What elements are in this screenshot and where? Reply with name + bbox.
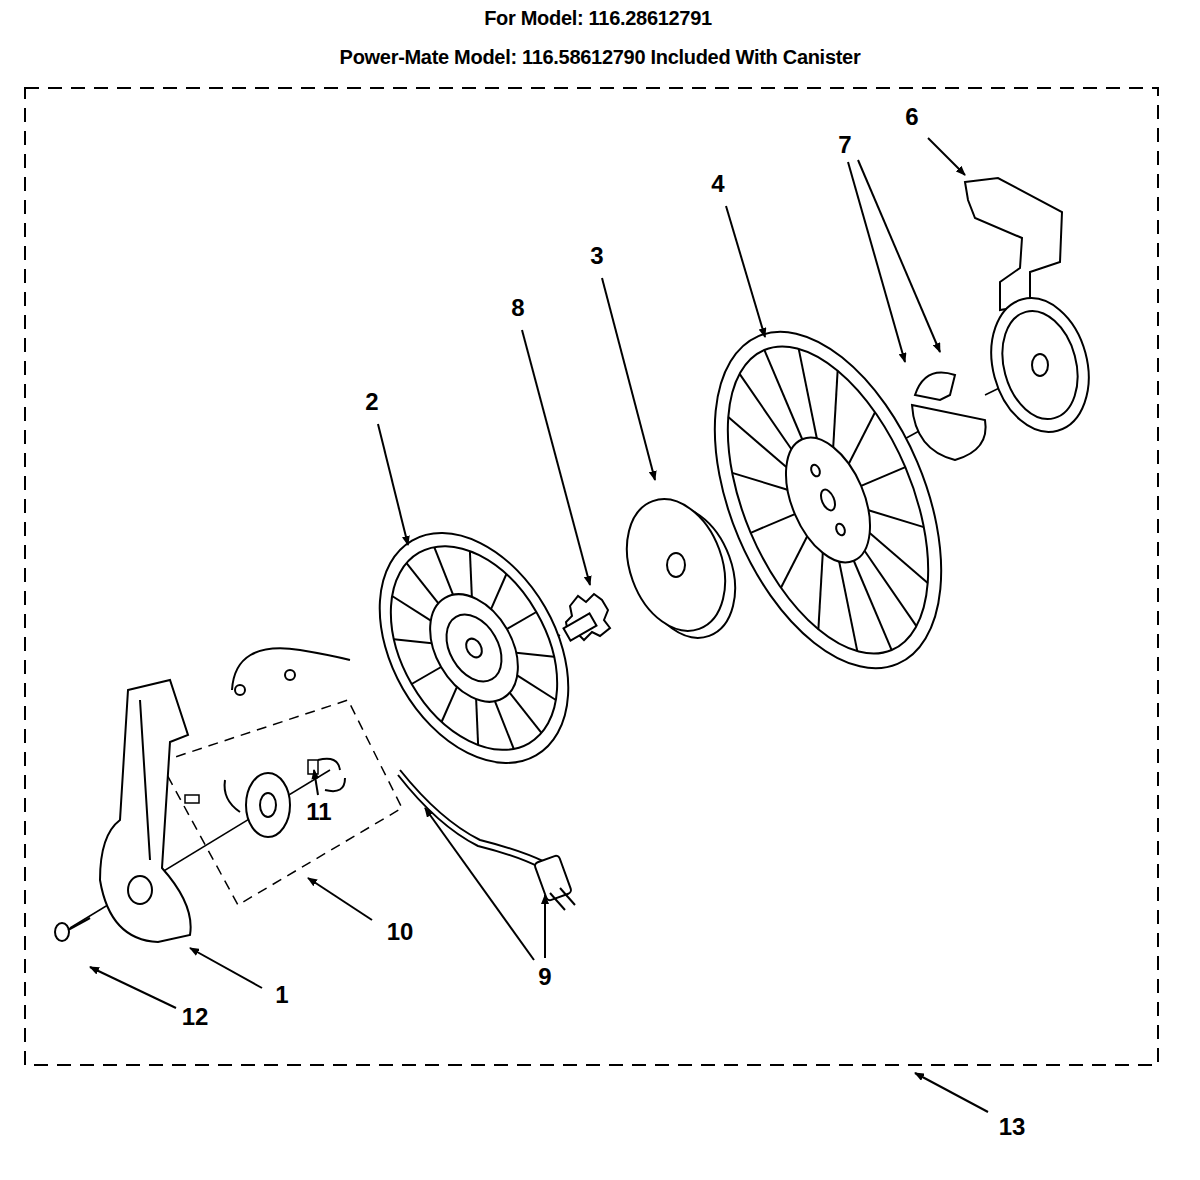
spoke bbox=[732, 456, 787, 507]
callout-number: 6 bbox=[905, 103, 918, 131]
spoke bbox=[740, 367, 792, 457]
callout-number: 7 bbox=[838, 131, 851, 159]
leader-lines bbox=[90, 138, 988, 1112]
brush-halves-7 bbox=[912, 373, 986, 461]
spoke bbox=[407, 559, 439, 607]
spoke bbox=[480, 574, 518, 609]
spoke bbox=[865, 544, 917, 634]
callout-number: 2 bbox=[365, 388, 378, 416]
callout-number: 10 bbox=[387, 918, 414, 946]
spoke bbox=[766, 536, 821, 587]
spring-housing-3 bbox=[610, 485, 753, 651]
spoke bbox=[412, 667, 441, 684]
spoke bbox=[834, 412, 889, 463]
spoke bbox=[751, 514, 795, 533]
reel-disc-4 bbox=[669, 298, 987, 702]
gear-8 bbox=[564, 594, 610, 641]
spoke bbox=[822, 562, 874, 652]
callout-number: 11 bbox=[306, 798, 331, 826]
spoke bbox=[806, 371, 864, 447]
spoke bbox=[507, 612, 536, 629]
screw-12 bbox=[55, 918, 90, 941]
spoke bbox=[792, 553, 850, 629]
spoke bbox=[516, 637, 554, 672]
spoke bbox=[854, 561, 892, 650]
model-subtitle: Power-Mate Model: 116.58612790 Included … bbox=[340, 46, 861, 69]
spoke bbox=[458, 699, 497, 745]
reel-disc-2 bbox=[341, 500, 607, 797]
spoke bbox=[870, 520, 928, 596]
spoke bbox=[517, 665, 556, 711]
callout-number: 1 bbox=[275, 981, 288, 1009]
cord-9 bbox=[398, 770, 575, 910]
callout-number: 8 bbox=[511, 294, 524, 322]
spoke bbox=[488, 701, 520, 749]
reel-bracket-6 bbox=[965, 178, 1103, 443]
bracket-1 bbox=[100, 680, 191, 942]
spoke bbox=[510, 689, 542, 737]
spoke bbox=[428, 547, 460, 595]
model-title: For Model: 116.28612791 bbox=[484, 7, 712, 30]
callout-number: 12 bbox=[182, 1003, 209, 1031]
spoke bbox=[869, 493, 924, 544]
spoke bbox=[394, 624, 432, 659]
callout-number: 13 bbox=[999, 1113, 1026, 1141]
spoke bbox=[452, 551, 491, 597]
callout-number: 3 bbox=[590, 242, 603, 270]
contact-assembly-10 bbox=[160, 648, 402, 905]
spoke bbox=[861, 467, 905, 486]
assembly-boundary bbox=[25, 88, 1158, 1065]
callout-number: 9 bbox=[538, 963, 551, 991]
spoke bbox=[430, 687, 468, 722]
callout-number: 4 bbox=[711, 170, 724, 198]
spoke bbox=[764, 350, 802, 439]
spoke bbox=[728, 404, 786, 480]
spoke bbox=[392, 585, 431, 631]
spoke bbox=[782, 349, 834, 439]
